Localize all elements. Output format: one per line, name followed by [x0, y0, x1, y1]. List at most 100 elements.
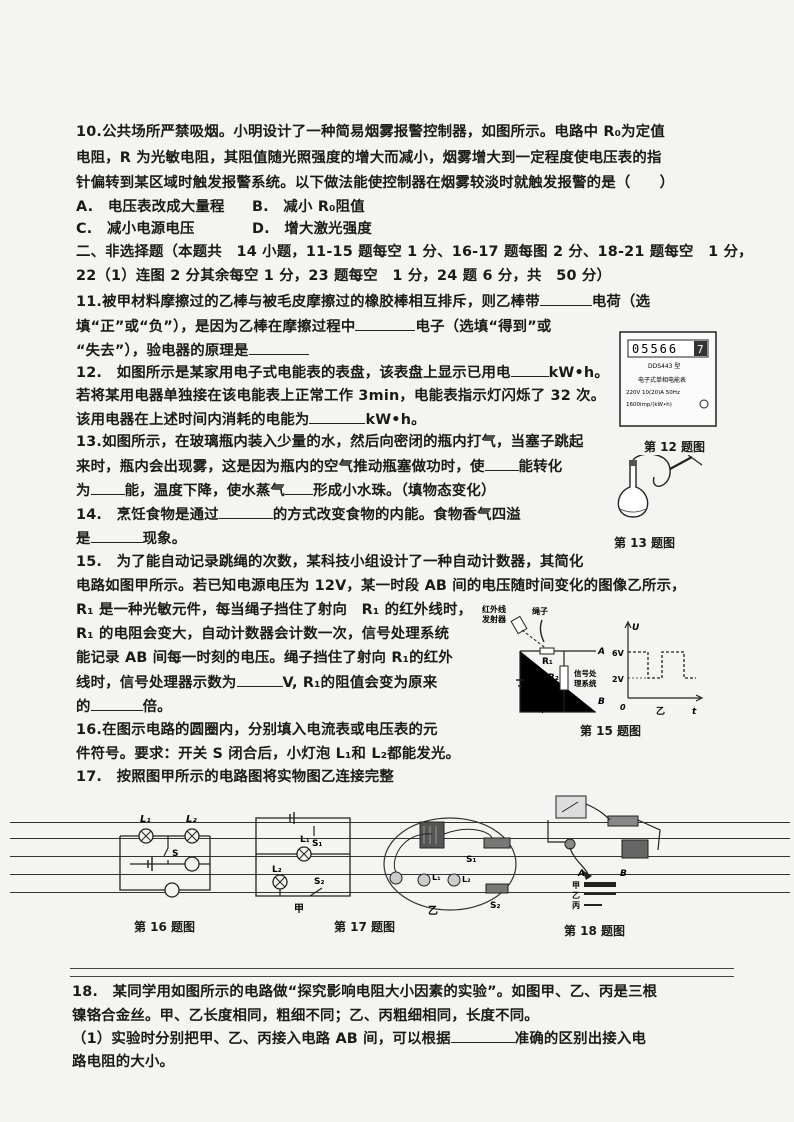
fig17-physical-s2-label: S₂ — [490, 901, 500, 911]
q13-text-e: 能，温度下降，使水蒸气 — [124, 483, 286, 499]
q12-blank-2[interactable] — [309, 409, 366, 424]
fig15-label-jia: 甲 — [538, 704, 547, 715]
q12-text-a: 12. 如图所示是某家用电子式电能表的表盘，该表盘上显示已用电 — [76, 365, 511, 381]
q15-blank-1[interactable] — [236, 672, 283, 687]
fig17-caption: 第 17 题图 — [334, 920, 396, 934]
q11-text-c: 填“正”或“负”），是因为乙棒在摩擦过程中 — [76, 319, 356, 335]
q15-blank-2[interactable] — [90, 696, 143, 711]
fig18-label-bing: 丙 — [572, 901, 580, 910]
fig15-rope-label: 绳子 — [532, 606, 548, 616]
fig17-bulb-l1-icon — [417, 873, 431, 887]
fig18-circuit: A B 甲 乙 丙 — [547, 795, 661, 910]
q14-text-a: 14. 烹饪食物是通过 — [76, 507, 219, 523]
fig13-caption: 第 13 题图 — [614, 536, 676, 550]
fig15-signal-label-1: 信号处 — [574, 668, 597, 678]
fig12-meter-type: 电子式单相电能表 — [638, 376, 686, 384]
q11-blank-1[interactable] — [539, 291, 592, 306]
fig18-switch-icon — [607, 815, 639, 827]
fig18-bulb-icon — [564, 838, 576, 850]
section2-line1: 二、非选择题（本题共 14 小题，11-15 题每空 1 分、16-17 题每图… — [76, 244, 753, 260]
q11-text-d: 电子（选填“得到”或 — [415, 319, 552, 335]
q13-line3: 为能，温度下降，使水蒸气形成小水珠。（填物态变化） — [76, 480, 496, 501]
q18-line3: （1）实验时分别把甲、乙、丙接入电路 AB 间，可以根据准确的区别出接入电 — [72, 1028, 646, 1049]
fig17-physical-l2-label: L₂ — [462, 875, 471, 884]
fig16-circuit: L₁ L₂ S — [119, 814, 211, 898]
fig16-lamp-l2-icon — [184, 828, 200, 844]
q15-text-f: 线时，信号处理器示数为 — [76, 675, 237, 691]
q16-line1: 16.在图示电路的圆圈内，分别填入电流表或电压表的元 — [76, 722, 438, 738]
q13-blank-1[interactable] — [484, 456, 519, 471]
q15-line2: 电路如图甲所示。若已知电源电压为 12V，某一时段 AB 间的电压随时间变化的图… — [76, 578, 686, 594]
q12-line1: 12. 如图所示是某家用电子式电能表的表盘，该表盘上显示已用电 kW•h。 — [76, 362, 609, 383]
q10-line3: 针偏转到某区域时触发报警系统。以下做法能使控制器在烟雾较淡时就触发报警的是（ ） — [76, 175, 675, 191]
q11-blank-3[interactable] — [248, 340, 309, 355]
q10-option-c: C. 减小电源电压 — [76, 221, 195, 237]
q18-top-rule-1 — [70, 968, 734, 969]
fig17-schematic: S₁ L₁ L₂ S₂ 甲 — [255, 812, 351, 915]
q14-line1: 14. 烹饪食物是通过 的方式改变食物的内能。食物香气四溢 — [76, 504, 521, 525]
q18-blank-1[interactable] — [450, 1028, 515, 1043]
q15-text-i: 倍。 — [142, 699, 172, 715]
fig17-physical-l1-label: L₁ — [432, 873, 441, 882]
q12-text-b: kW•h。 — [548, 365, 609, 381]
fig17-physical: S₁ L₁ L₂ S₂ 乙 — [383, 817, 517, 917]
q11-blank-2[interactable] — [355, 316, 416, 331]
q14-text-d: 现象。 — [142, 531, 187, 547]
q18-text-d: 准确的区别出接入电 — [514, 1031, 647, 1047]
fig15-graph-6v: 6V — [612, 649, 625, 658]
fig16-lamp-l1-icon — [138, 828, 154, 844]
fig16-l2-label: L₂ — [186, 814, 197, 825]
q10-option-b: B. 减小 R₀阻值 — [252, 199, 365, 215]
q18-top-rule-2 — [70, 976, 734, 977]
fig15-graph-u-label: U — [632, 623, 640, 633]
fig12-meter-rating: 220V 10(20)A 50Hz — [626, 390, 680, 396]
q17-line1: 17. 按照图甲所示的电路图将实物图乙连接完整 — [76, 769, 394, 785]
fig17-s2-label: S₂ — [314, 877, 324, 887]
fig15-circuit: 红外线 发射器 绳子 R₁ R₂ 信号处 理系统 A B 甲 — [481, 604, 605, 715]
q15-line1: 15. 为了能自动记录跳绳的次数，某科技小组设计了一种自动计数器，其简化 — [76, 554, 584, 570]
q13-blank-3[interactable] — [285, 480, 314, 495]
fig17-switch-s2-icon — [485, 883, 509, 894]
fig17-l2-label: L₂ — [272, 865, 282, 875]
fig18-point-a: A — [577, 869, 585, 879]
fig15-r2-label: R₂ — [548, 673, 559, 683]
q13-text-f: 形成小水珠。（填物态变化） — [313, 483, 496, 499]
fig15-r1-label: R₁ — [542, 657, 553, 667]
fig17-lamp-l1-icon — [296, 846, 312, 862]
q16-line2: 件符号。要求：开关 S 闭合后，小灯泡 L₁和 L₂都能发光。 — [76, 746, 461, 762]
q11-line2: 填“正”或“负”），是因为乙棒在摩擦过程中 电子（选填“得到”或 — [76, 316, 552, 337]
q18-line2: 镍铬合金丝。甲、乙长度相同，粗细不同；乙、丙粗细相同，长度不同。 — [72, 1008, 539, 1024]
fig17-physical-s1-label: S₁ — [466, 855, 476, 865]
fig18-label-jia: 甲 — [572, 881, 580, 890]
q12-line2: 若将某用电器单独接在该电能表上正常工作 3min，电能表指示灯闪烁了 32 次。 — [76, 388, 606, 404]
fig12-caption: 第 12 题图 — [644, 440, 706, 454]
fig15-caption: 第 15 题图 — [580, 724, 642, 738]
fig15-graph: U 6V 2V 0 t 乙 — [612, 620, 704, 717]
q12-blank-1[interactable] — [510, 362, 549, 377]
fig18-wire-jia — [584, 882, 616, 887]
q11-text-a: 11.被甲材料摩擦过的乙棒与被毛皮摩擦过的橡胶棒相互排斥，则乙棒带 — [76, 294, 540, 310]
q13-text-b: 来时，瓶内会出现雾，这是因为瓶内的空气推动瓶塞做功时，使 — [76, 459, 485, 475]
q14-text-b: 的方式改变食物的内能。食物香气四溢 — [272, 507, 521, 523]
q13-line1: 13.如图所示，在玻璃瓶内装入少量的水，然后向密闭的瓶内打气，当塞子跳起 — [76, 434, 584, 450]
fig17-label-jia: 甲 — [294, 903, 304, 915]
fig16-meter-circle-1[interactable] — [184, 856, 200, 872]
fig16-s-label: S — [172, 849, 178, 859]
q14-blank-1[interactable] — [218, 504, 273, 519]
fig17-s1-label: S₁ — [312, 839, 322, 849]
fig18-battery-icon — [621, 839, 649, 859]
fig16-meter-circle-2[interactable] — [164, 882, 180, 898]
fig17-bulb-l2-icon — [447, 873, 461, 887]
fig15-point-a: A — [597, 647, 605, 657]
fig15-graph-origin: 0 — [620, 703, 626, 712]
fig15-emitter-label-2: 发射器 — [481, 614, 507, 624]
q14-blank-2[interactable] — [90, 528, 143, 543]
q10-line1: 10.公共场所严禁吸烟。小明设计了一种简易烟雾报警控制器，如图所示。电路中 R₀… — [76, 124, 665, 140]
fig18-wire-bing — [584, 904, 602, 906]
q15-line4: R₁ 的电阻会变大，自动计数器会计数一次，信号处理系统 — [76, 626, 450, 642]
fig18-caption: 第 18 题图 — [564, 924, 626, 938]
q13-text-c: 能转化 — [518, 459, 563, 475]
q13-blank-2[interactable] — [90, 480, 125, 495]
